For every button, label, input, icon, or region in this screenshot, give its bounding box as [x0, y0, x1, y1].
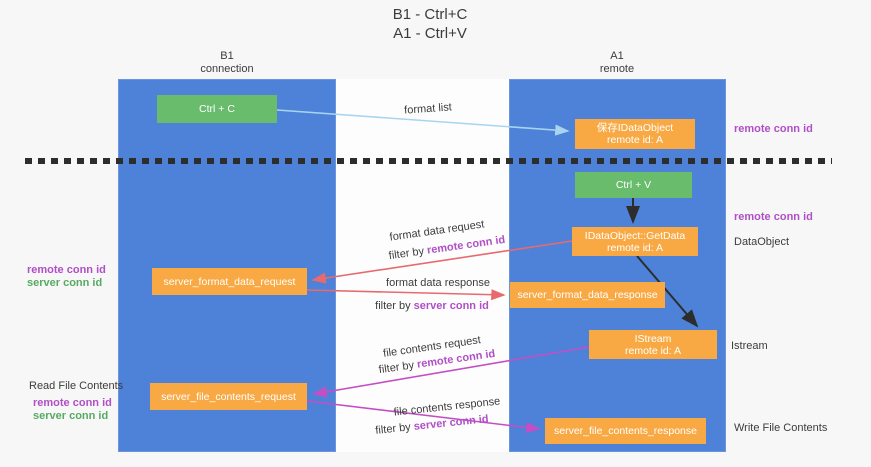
node-ctrl-v: Ctrl + V: [575, 172, 692, 198]
node-server-file-contents-request-label: server_file_contents_request: [161, 390, 296, 403]
left-remote-conn-id-2: remote conn id: [33, 397, 112, 409]
node-server-file-contents-request: server_file_contents_request: [150, 383, 307, 410]
edge-label-format-data-response: format data response: [386, 277, 490, 289]
lane-header-a1: A1 remote: [600, 50, 634, 76]
title-line-2: A1 - Ctrl+V: [393, 25, 467, 42]
node-server-format-data-response: server_format_data_response: [510, 282, 665, 308]
node-server-format-data-request: server_format_data_request: [152, 268, 307, 295]
node-ctrl-c: Ctrl + C: [157, 95, 277, 123]
node-save-idataobject: 保存IDataObject remote id: A: [575, 119, 695, 149]
node-server-format-data-response-label: server_format_data_response: [517, 289, 658, 301]
node-server-file-contents-response: server_file_contents_response: [545, 418, 706, 444]
middle-background-strip: [336, 79, 509, 452]
title-line-1: B1 - Ctrl+C: [392, 6, 468, 23]
node-save-idataobject-line1: 保存IDataObject: [596, 122, 674, 134]
node-getdata-line1: IDataObject::GetData: [584, 229, 686, 242]
lane-b1-role: connection: [200, 63, 254, 75]
read-file-contents-label: Read File Contents: [29, 380, 124, 392]
node-server-format-data-request-label: server_format_data_request: [163, 275, 296, 288]
dashed-separator-line: [25, 158, 832, 164]
node-ctrl-c-label: Ctrl + C: [199, 103, 235, 115]
lane-b1-name: B1: [220, 50, 234, 62]
filter-prefix-2: filter by: [375, 300, 414, 312]
edge-label-filter-server-1: filter by server conn id: [375, 300, 489, 312]
dataobject-label: DataObject: [734, 236, 790, 248]
left-server-conn-id: server conn id: [27, 277, 103, 289]
lane-a1-role: remote: [599, 63, 635, 75]
right-remote-conn-id-top: remote conn id: [734, 123, 813, 135]
node-istream: IStream remote id: A: [589, 330, 717, 359]
left-conn-id-block-2: remote conn id server conn id: [33, 397, 112, 423]
diagram-title: B1 - Ctrl+C A1 - Ctrl+V: [393, 5, 468, 43]
left-conn-id-block: remote conn id server conn id: [27, 264, 106, 290]
write-file-contents-label: Write File Contents: [734, 422, 828, 434]
node-istream-line2: remote id: A: [624, 344, 682, 357]
node-server-file-contents-response-label: server_file_contents_response: [553, 425, 697, 437]
node-getdata-line2: remote id: A: [606, 241, 664, 254]
node-ctrl-v-label: Ctrl + V: [615, 179, 652, 191]
filter-server-conn-id-1: server conn id: [413, 300, 489, 312]
right-remote-conn-id-mid: remote conn id: [734, 211, 813, 223]
lane-header-b1: B1 connection: [200, 50, 253, 76]
node-idataobject-getdata: IDataObject::GetData remote id: A: [572, 227, 698, 256]
istream-label: Istream: [731, 340, 768, 352]
node-istream-line1: IStream: [634, 332, 672, 345]
left-remote-conn-id: remote conn id: [27, 264, 106, 276]
node-save-idataobject-line2: remote id: A: [606, 134, 664, 146]
left-server-conn-id-2: server conn id: [33, 410, 109, 422]
lane-a1-name: A1: [610, 50, 624, 62]
